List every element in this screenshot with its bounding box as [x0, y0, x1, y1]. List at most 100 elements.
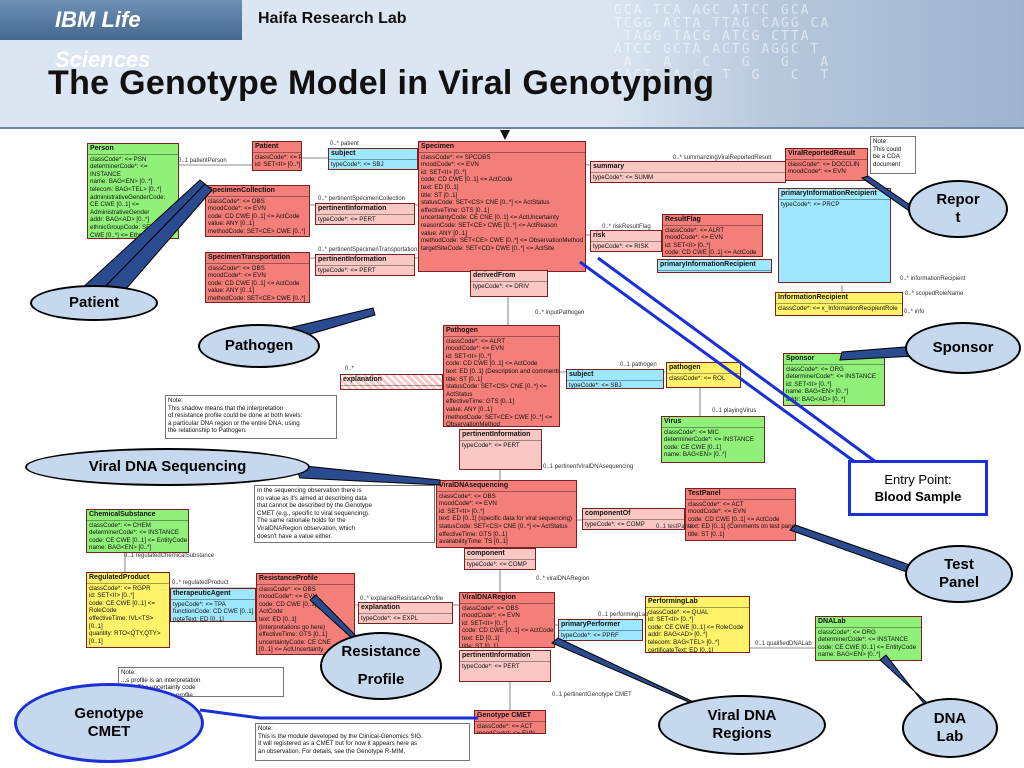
- test-panel-class-attrs: classCode*: <= ACT moodCode*: <= EVN cod…: [688, 500, 795, 538]
- primary-info-recipient-small-title: primaryInformationRecipient: [658, 260, 771, 271]
- pathogen-class: Pathogen classCode*: <= ALRT moodCode*: …: [443, 325, 560, 427]
- information-recipient-title: InformationRecipient: [776, 293, 902, 304]
- pertinent4-title: pertinentInformation: [460, 651, 550, 662]
- association-label: 0..* info: [904, 309, 925, 315]
- specimen-transportation-class: SpecimenTransportation classCode*: <= OB…: [205, 252, 310, 303]
- component-title: component: [465, 549, 535, 560]
- risk-association: risk typeCode*: <= RISK: [590, 230, 662, 252]
- explanation-association-shadow: explanation: [340, 374, 443, 390]
- viral-reported-result-class: ViralReportedResult classCode*: <= DOCCL…: [785, 148, 868, 181]
- specimen-collection-title: SpecimenCollection: [206, 186, 309, 197]
- therapeutic-agent-attrs: typeCode*: <= TPA functionCode: CD CWE […: [173, 600, 254, 622]
- note-sequencing-text: In the sequencing observation there is n…: [257, 487, 372, 540]
- pathogen-attrs: classCode*: <= ALRT moodCode*: <= EVN id…: [446, 337, 560, 427]
- summary-title: summary: [591, 162, 785, 173]
- callout-viral-dna-sequencing-label: Viral DNA Sequencing: [88, 458, 247, 475]
- callout-dna-lab-label: DNA Lab: [933, 710, 967, 745]
- pertinent-information-3: pertinentInformation typeCode*: <= PERT: [459, 429, 542, 470]
- primary-information-recipient-small: primaryInformationRecipient: [657, 259, 772, 273]
- explanation-association: explanation typeCode*: <= EXPL: [358, 602, 453, 624]
- association-label: 0..* regulatedProduct: [172, 580, 229, 586]
- dna-lab-class: DNALab classCode*: <= ORG determinerCode…: [815, 616, 922, 661]
- dna-letters: GCA TCA AGC ATCC GCA TCGG ACTA TTAG CAGG…: [614, 4, 831, 83]
- component-association: component typeCode*: <= COMP: [464, 548, 536, 570]
- note-module: Note: This is the module developed by th…: [255, 723, 470, 761]
- pertinent1-attrs: typeCode*: <= PERT: [318, 215, 376, 223]
- specimen-transportation-title: SpecimenTransportation: [206, 253, 309, 264]
- subject-association-top: subject typeCode*: <= SBJ: [328, 148, 418, 170]
- entry-point-value: Blood Sample: [874, 489, 962, 504]
- genotype-cmet-class-attrs: classCode*: <= ACT moodCode*: <= EVN: [477, 722, 535, 734]
- association-label: 0..* informationRecipient: [900, 276, 966, 282]
- callout-genotype-cmet-label: Genotype CMET: [74, 705, 144, 740]
- risk-title: risk: [591, 231, 661, 242]
- association-label: 0..1 pertinentViralDNAsequencing: [543, 464, 634, 470]
- callout-report-label: Report: [936, 191, 980, 226]
- performing-lab-title: PerformingLab: [646, 597, 749, 608]
- pathogen-role-title: pathogen: [667, 363, 740, 374]
- callout-viral-dna-sequencing: Viral DNA Sequencing: [25, 448, 310, 486]
- association-label: 0..1 testPanel: [656, 524, 693, 530]
- information-recipient-attrs: classCode*: <= x_InformationRecipientRol…: [778, 304, 898, 312]
- callout-sponsor-label: Sponsor: [932, 339, 994, 356]
- explanation2-title: explanation: [359, 603, 452, 614]
- subject-top-title: subject: [329, 149, 417, 160]
- chemical-substance-attrs: classCode*: <= CHEM determinerCode*: <= …: [89, 521, 188, 552]
- risk-attrs: typeCode*: <= RISK: [593, 242, 649, 250]
- pathogen-role-attrs: classCode*: <= ROL: [669, 374, 726, 382]
- result-flag-attrs: classCode*: <= ALRT moodCode*: <= EVN id…: [665, 226, 757, 257]
- association-label: 0..* pertinentSpecimenCollection: [318, 196, 406, 202]
- callout-patient-label: Patient: [68, 294, 119, 311]
- brand-bar: IBM Life Sciences: [0, 0, 242, 72]
- result-flag-title: ResultFlag: [663, 215, 762, 226]
- person-class: Person classCode*: <= PSN determinerCode…: [87, 143, 179, 239]
- primary-performer-association: primaryPerformer typeCode*: <= PPRF: [558, 619, 643, 641]
- dna-lab-class-title: DNALab: [816, 617, 921, 628]
- summary-attrs: typeCode*: <= SUMM: [593, 173, 654, 181]
- viral-reported-result-attrs: classCode*: <= DOCCLIN moodCode*: <= EVN: [788, 160, 860, 176]
- pertinent-information-2: pertinentInformation typeCode*: <= PERT: [315, 254, 415, 276]
- lab-name: Haifa Research Lab: [258, 10, 407, 27]
- note-shadow: Note: This shadow means that the interpr…: [165, 395, 337, 439]
- summary-association: summary typeCode*: <= SUMM: [590, 161, 786, 183]
- virus-title: Virus: [662, 417, 764, 428]
- specimen-collection-class: SpecimenCollection classCode*: <= OBS mo…: [205, 185, 310, 237]
- component-attrs: typeCode*: <= COMP: [467, 560, 527, 568]
- performing-lab-class: PerformingLab classCode*: <= QUAL id: SE…: [645, 596, 750, 653]
- association-label: 0..1 pertinentGenotype CMET: [552, 692, 632, 698]
- callout-dna-lab: DNA Lab: [902, 698, 998, 758]
- callout-patient: Patient: [30, 285, 158, 321]
- callout-viral-dna-regions: Viral DNA Regions: [658, 695, 826, 755]
- association-label: 0..1 performingLab: [598, 612, 649, 618]
- callout-test-panel: Test Panel: [905, 545, 1013, 603]
- therapeutic-agent-title: therapeuticAgent: [171, 589, 255, 600]
- component-of-attrs: typeCode*: <= COMP: [585, 520, 645, 528]
- pertinent4-attrs: typeCode*: <= PERT: [462, 662, 520, 670]
- test-panel-class-title: TestPanel: [686, 489, 795, 500]
- resistance-profile-class: ResistanceProfile classCode*: <= OBS moo…: [256, 573, 355, 655]
- viral-dna-region-attrs: classCode*: <= OBS moodCode*: <= EVN id:…: [462, 604, 554, 648]
- virus-attrs: classCode*: <= MIC determinerCode*: <= I…: [664, 428, 754, 459]
- callout-report: Report: [908, 180, 1008, 238]
- virus-class: Virus classCode*: <= MIC determinerCode*…: [661, 416, 765, 463]
- sponsor-class: Sponsor classCode*: <= ORG determinerCod…: [783, 353, 885, 406]
- callout-viral-dna-regions-label: Viral DNA Regions: [707, 707, 777, 742]
- result-flag-class: ResultFlag classCode*: <= ALRT moodCode*…: [662, 214, 763, 257]
- patient-class: Patient classCode*: <= PAT id: SET<II> […: [252, 141, 302, 171]
- association-label: 0..* patient: [330, 141, 359, 147]
- subject-association-mid: subject typeCode*: <= SBJ: [566, 369, 664, 389]
- callout-pathogen-label: Pathogen: [224, 337, 294, 354]
- patient-attrs: classCode*: <= PAT id: SET<II> [0..*]: [255, 153, 302, 169]
- viral-dna-region-title: ViralDNARegion: [460, 593, 554, 604]
- pertinent2-title: pertinentInformation: [316, 255, 414, 266]
- viral-dna-sequencing-title: ViralDNAsequencing: [437, 481, 576, 492]
- callout-genotype-cmet: Genotype CMET: [14, 683, 204, 763]
- pertinent1-title: pertinentInformation: [316, 204, 414, 215]
- association-label: 0..1 playingVirus: [712, 408, 757, 414]
- derived-from-title: derivedFrom: [471, 271, 547, 282]
- callout-test-panel-label: Test Panel: [938, 556, 980, 591]
- specimen-title: Specimen: [419, 142, 585, 153]
- primary-performer-title: primaryPerformer: [559, 620, 642, 631]
- regulated-product-title: RegulatedProduct: [87, 573, 169, 584]
- dna-lab-class-attrs: classCode*: <= ORG determinerCode*: <= I…: [818, 628, 917, 659]
